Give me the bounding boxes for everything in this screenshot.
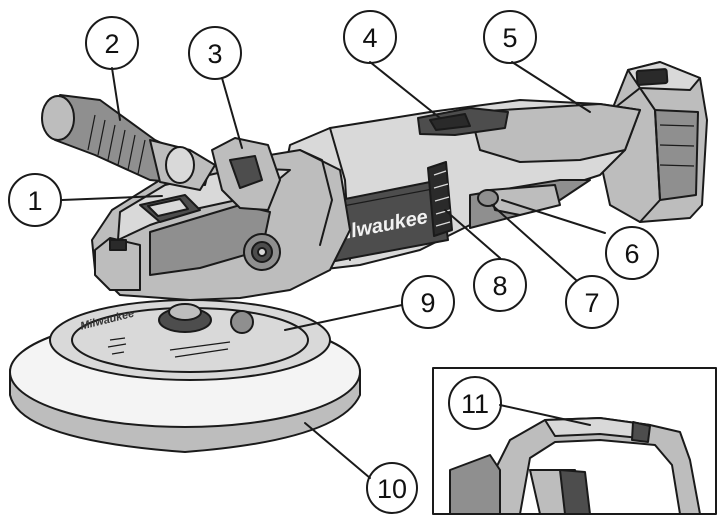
callout-5: 5 bbox=[483, 10, 537, 64]
callout-1: 1 bbox=[8, 173, 62, 227]
side-handle bbox=[41, 94, 216, 191]
callout-1-label: 1 bbox=[27, 186, 42, 216]
callout-11: 11 bbox=[448, 376, 502, 430]
inset-bail-handle bbox=[432, 367, 717, 515]
backing-pad: Milwaukee bbox=[49, 299, 331, 381]
callout-6: 6 bbox=[605, 226, 659, 280]
callout-3: 3 bbox=[188, 26, 242, 80]
callout-2-label: 2 bbox=[104, 29, 119, 59]
callout-7: 7 bbox=[565, 275, 619, 329]
callout-8-label: 8 bbox=[492, 271, 507, 301]
callout-2: 2 bbox=[85, 16, 139, 70]
callout-7-label: 7 bbox=[584, 288, 599, 318]
callout-9-label: 9 bbox=[420, 288, 435, 318]
callout-4-label: 4 bbox=[362, 23, 377, 53]
leader-lines bbox=[61, 61, 606, 479]
callout-5-label: 5 bbox=[502, 23, 517, 53]
callout-4: 4 bbox=[343, 10, 397, 64]
battery-pack bbox=[597, 61, 708, 223]
callout-10: 10 bbox=[366, 462, 418, 514]
callout-8: 8 bbox=[473, 258, 527, 312]
callout-10-label: 10 bbox=[377, 474, 407, 504]
handle-mount bbox=[211, 137, 281, 211]
speed-dial bbox=[477, 189, 499, 207]
callout-11-label: 11 bbox=[461, 389, 489, 419]
callout-6-label: 6 bbox=[624, 239, 639, 269]
callout-3-label: 3 bbox=[207, 39, 222, 69]
callout-9: 9 bbox=[401, 275, 455, 329]
motor-vents bbox=[427, 161, 453, 237]
